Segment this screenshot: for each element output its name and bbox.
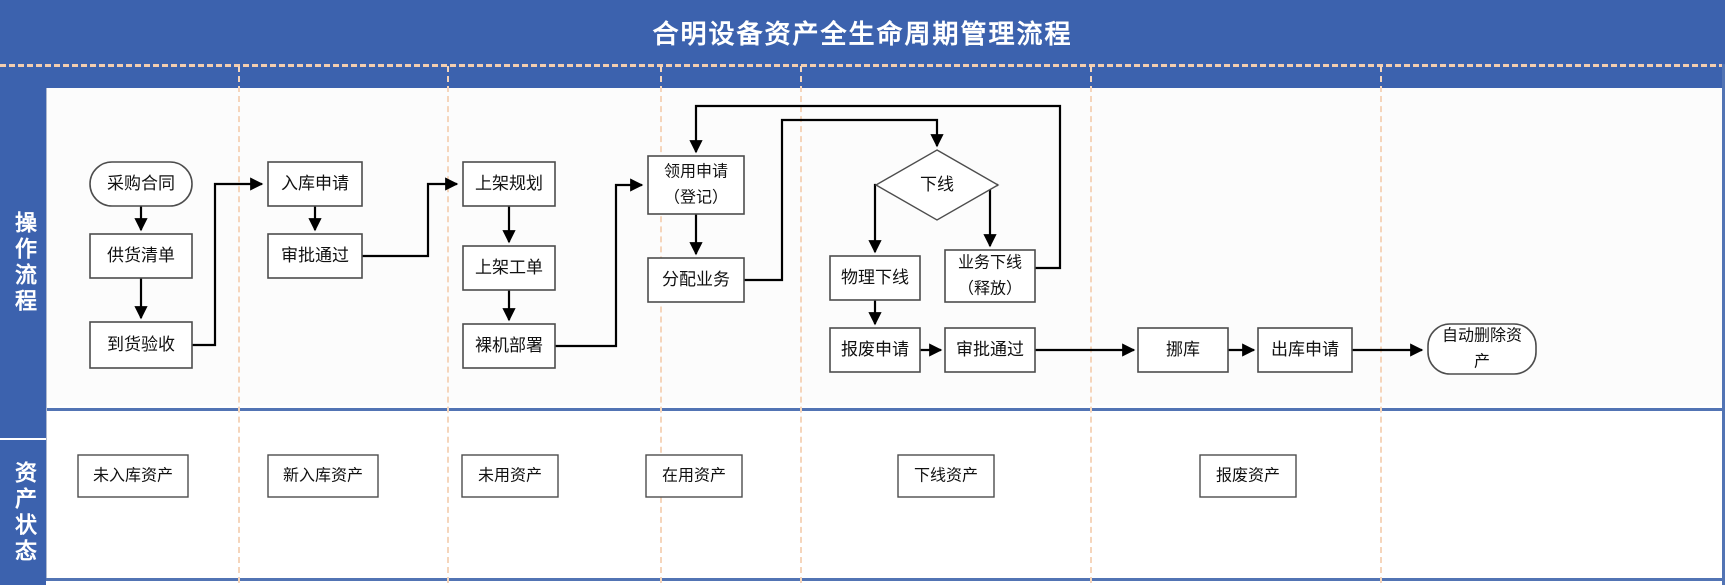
section-divider xyxy=(46,408,1725,411)
rail-operation-flow-label: 操作流程 xyxy=(11,211,36,315)
column-divider-5 xyxy=(1090,66,1092,583)
column-divider-2 xyxy=(447,66,449,583)
rail-asset-status: 资产状态 xyxy=(0,440,46,585)
bottom-border xyxy=(46,578,1725,581)
pane-right-edge xyxy=(1722,64,1725,585)
pane-left-edge xyxy=(46,88,47,578)
column-divider-3 xyxy=(660,66,662,583)
column-divider-6 xyxy=(1380,66,1382,583)
rail-operation-flow: 操作流程 xyxy=(0,88,46,438)
column-divider-1 xyxy=(238,66,240,583)
rail-asset-status-label: 资产状态 xyxy=(11,460,36,565)
column-divider-4 xyxy=(800,66,802,583)
title-bar: 合明设备资产全生命周期管理流程 xyxy=(0,0,1725,64)
band-dash-top xyxy=(0,64,1725,67)
status-pane xyxy=(46,412,1725,585)
page-title: 合明设备资产全生命周期管理流程 xyxy=(652,19,1073,50)
flow-pane xyxy=(46,88,1725,405)
